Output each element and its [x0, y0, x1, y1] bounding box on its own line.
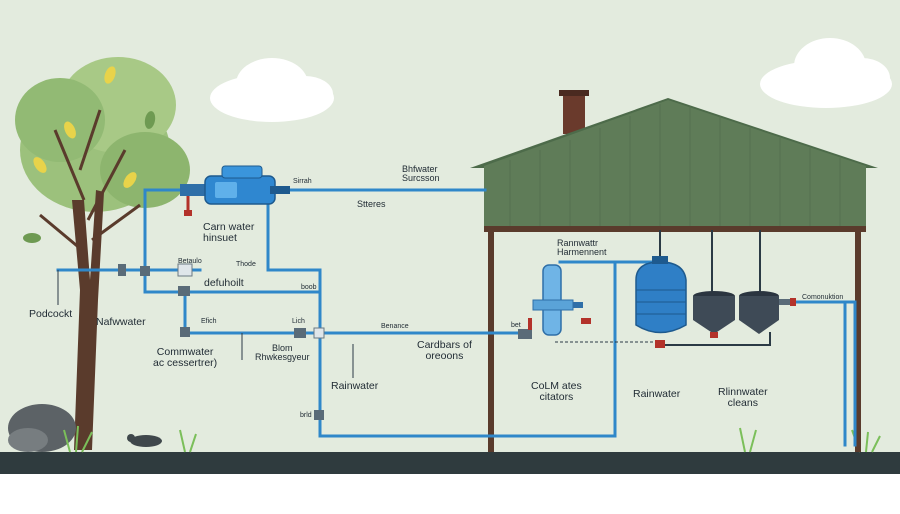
label-rainwater-right: Rainwater — [633, 388, 681, 400]
label-bet-small: bet — [511, 322, 521, 329]
label-bricl: brld — [300, 412, 312, 419]
label-pump-small: Sirrah — [293, 178, 312, 185]
house-wall — [484, 100, 866, 228]
label-commwater-line2: ac cessertrer) — [153, 357, 218, 370]
label-stteres: Stteres — [357, 199, 386, 209]
label-rinnwater-line1: Rlinnwater — [718, 386, 768, 398]
wall-siding — [509, 104, 841, 228]
valve-fittings — [118, 263, 665, 420]
label-carn-water-line2: hinsuet — [203, 232, 237, 245]
label-lich: Lich — [292, 318, 305, 325]
chimney-cap — [559, 90, 589, 96]
house-beam — [484, 226, 866, 232]
label-nafwater: Nafwwater — [96, 316, 146, 328]
dark-tank-2 — [739, 291, 796, 334]
dark-tank-1 — [693, 291, 735, 338]
label-defuhoilt: defuhoilt — [204, 277, 244, 289]
cloud-right — [760, 38, 892, 108]
label-podcock: Podcockt — [29, 308, 73, 320]
house-post-right — [855, 230, 861, 452]
label-cardbars: Cardbars of oreoons — [417, 339, 472, 363]
label-carn-water-line1: Carn water — [203, 221, 255, 233]
label-efich: Efich — [201, 318, 217, 325]
label-valve-small: Betaulo — [178, 258, 202, 265]
label-rannwattr: Rannwattr Harmennent — [557, 238, 607, 258]
chimney — [563, 94, 585, 134]
label-rannwattr-line1: Rannwattr — [557, 238, 599, 248]
label-blom-line1: Blom — [272, 343, 293, 353]
white-margin — [0, 474, 900, 514]
label-commwater: Commwater ac cessertrer) — [153, 346, 218, 370]
grass — [63, 425, 881, 453]
label-blom: Blom Rhwkesgyeur — [255, 343, 310, 363]
label-top-pipe: Bhfwater Surcsson — [402, 164, 440, 184]
cloud-left — [210, 58, 334, 122]
label-rannwattr-line2: Harmennent — [557, 247, 607, 258]
small-animal — [127, 434, 162, 447]
label-cardbars-line2: oreoons — [425, 350, 464, 363]
label-cardbars-line1: Cardbars of — [417, 339, 472, 351]
ground-strip — [0, 452, 900, 474]
label-colmates-line1: CoLM ates — [531, 380, 582, 392]
label-commwater-line1: Commwater — [156, 346, 214, 358]
label-benance: Benance — [381, 323, 409, 330]
label-carn-water: Carn water hinsuet — [203, 221, 255, 245]
label-top-pipe-line2: Surcsson — [402, 173, 440, 184]
tree — [15, 57, 190, 450]
house-post-left — [488, 230, 494, 452]
filter-column — [532, 264, 591, 336]
pump-unit — [180, 165, 290, 216]
label-comonuktion: Comonuktion — [802, 294, 844, 301]
label-top-pipe-line1: Bhfwater — [402, 164, 438, 174]
label-small-b: boob — [301, 284, 317, 291]
storage-tank-blue — [635, 256, 687, 334]
label-stem-small: Thode — [236, 261, 256, 268]
leader-lines — [57, 270, 354, 378]
label-rainwater-mid: Rainwater — [331, 380, 379, 392]
rocks — [8, 404, 76, 452]
label-colmates-line2: citators — [539, 391, 574, 404]
label-rinnwater-line2: cleans — [727, 397, 758, 410]
label-blom-line2: Rhwkesgyeur — [255, 352, 310, 363]
label-colmates: CoLM ates citators — [531, 380, 582, 404]
label-rinnwater: Rlinnwater cleans — [718, 386, 768, 410]
